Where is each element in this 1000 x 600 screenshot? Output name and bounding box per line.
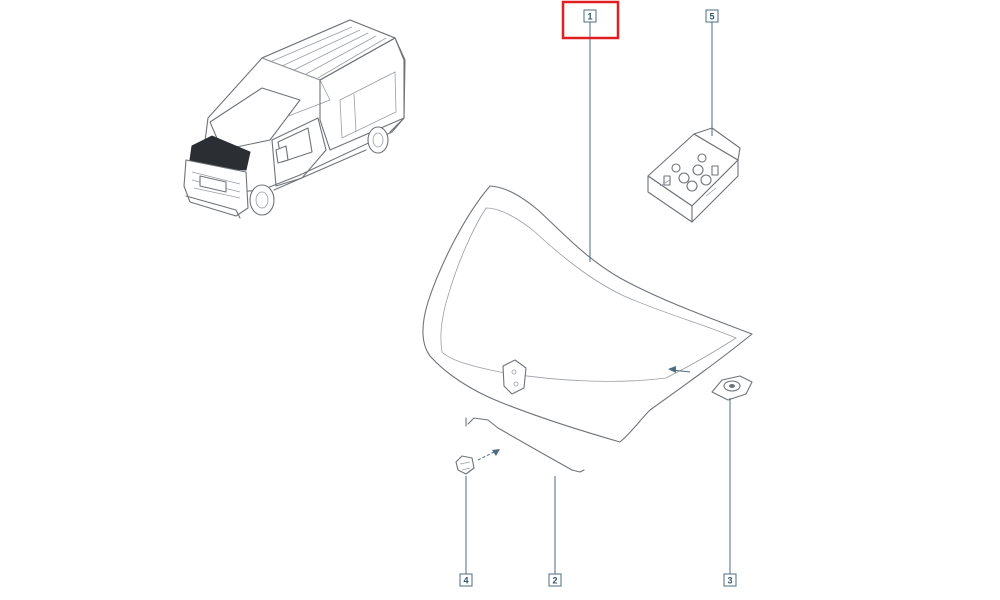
callout-1[interactable]: 1: [583, 9, 597, 23]
callout-2[interactable]: 2: [548, 573, 562, 587]
bonnet-buffer-part[interactable]: [711, 375, 753, 401]
bonnet-stay-rod-part[interactable]: [465, 417, 585, 473]
callout-2-label: 2: [552, 576, 557, 586]
leader-lines: [465, 22, 731, 574]
callout-1-label: 1: [587, 12, 592, 22]
rod-clip-part[interactable]: [455, 449, 500, 475]
van-illustration: [183, 19, 406, 219]
bonnet-part[interactable]: [422, 185, 753, 443]
callout-5-label: 5: [709, 12, 714, 22]
callout-5[interactable]: 5: [705, 9, 719, 23]
callout-3-label: 3: [727, 576, 732, 586]
clip-kit-box-part[interactable]: [647, 127, 741, 223]
callout-3[interactable]: 3: [723, 573, 737, 587]
callout-4[interactable]: 4: [459, 573, 473, 587]
highlight-box: [561, 0, 620, 40]
callout-4-label: 4: [463, 576, 468, 586]
